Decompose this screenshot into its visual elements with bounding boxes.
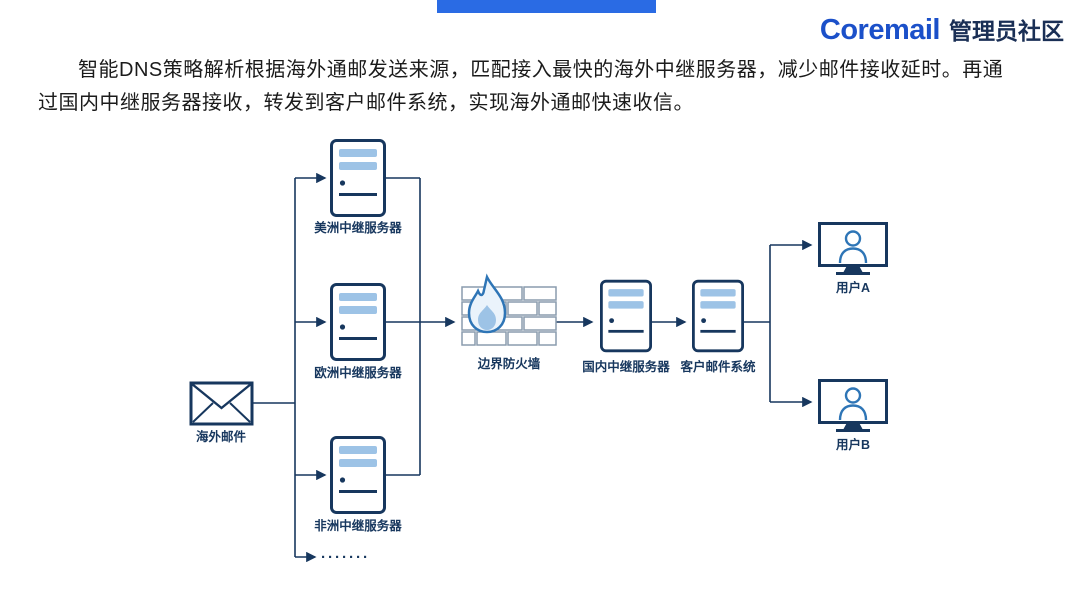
flame-inner xyxy=(478,305,496,330)
brick xyxy=(476,331,507,346)
coremail-wordmark: Coremail xyxy=(819,14,941,46)
user-b-monitor-icon xyxy=(818,379,888,433)
relay-africa-label: 非洲中继服务器 xyxy=(314,518,402,533)
connector-lines xyxy=(252,172,813,563)
more-relays-ellipsis: ······· xyxy=(321,549,370,566)
relay-europe-node: 欧洲中继服务器 xyxy=(314,283,402,380)
firewall-node: 边界防火墙 xyxy=(461,273,557,371)
relay-africa-node: 非洲中继服务器 xyxy=(314,436,402,533)
mail-system-server-icon xyxy=(692,279,744,353)
envelope-icon xyxy=(189,381,254,426)
envelope-flap xyxy=(191,383,252,410)
brick xyxy=(507,301,538,316)
relay-europe-server-icon xyxy=(330,283,386,361)
intro-paragraph: 智能DNS策略解析根据海外通邮发送来源，匹配接入最快的海外中继服务器，减少邮件接… xyxy=(38,59,1004,114)
mail-system-label: 客户邮件系统 xyxy=(679,359,756,374)
brick xyxy=(461,331,476,346)
user-a-node: 用户A xyxy=(818,222,888,295)
brick xyxy=(538,301,557,316)
brick xyxy=(538,331,557,346)
user-b-node: 用户B xyxy=(818,379,888,452)
mail-system-node: 客户邮件系统 xyxy=(679,279,756,374)
relay-africa-server-icon xyxy=(330,436,386,514)
relay-domestic-server-icon xyxy=(600,279,652,353)
relay-domestic-label: 国内中继服务器 xyxy=(582,359,670,374)
user-b-label: 用户B xyxy=(835,437,870,452)
relay-americas-label: 美洲中继服务器 xyxy=(314,220,402,235)
top-accent-bar xyxy=(437,0,656,13)
envelope-body xyxy=(189,381,254,426)
brick xyxy=(523,286,557,301)
relay-americas-server-icon xyxy=(330,139,386,217)
brand-community-label: 管理员社区 xyxy=(949,18,1064,44)
brand-logo: Coremail 管理员社区 xyxy=(820,12,1064,47)
envelope-folds xyxy=(192,402,251,423)
brick xyxy=(507,331,538,346)
flame-outer xyxy=(467,273,507,334)
mail-flow-diagram: 海外邮件 美洲中继服务器 欧洲中继服务器 非洲中继服务器 ······· xyxy=(189,139,888,566)
overseas-mail-label: 海外邮件 xyxy=(196,429,247,444)
relay-domestic-node: 国内中继服务器 xyxy=(582,279,670,374)
overseas-mail-node: 海外邮件 xyxy=(189,381,254,444)
brick xyxy=(523,316,557,331)
user-a-monitor-icon xyxy=(818,222,888,276)
flame-icon xyxy=(467,273,507,334)
relay-europe-label: 欧洲中继服务器 xyxy=(314,365,402,380)
firewall-label: 边界防火墙 xyxy=(477,356,541,371)
relay-americas-node: 美洲中继服务器 xyxy=(314,139,402,235)
user-a-label: 用户A xyxy=(835,280,870,295)
